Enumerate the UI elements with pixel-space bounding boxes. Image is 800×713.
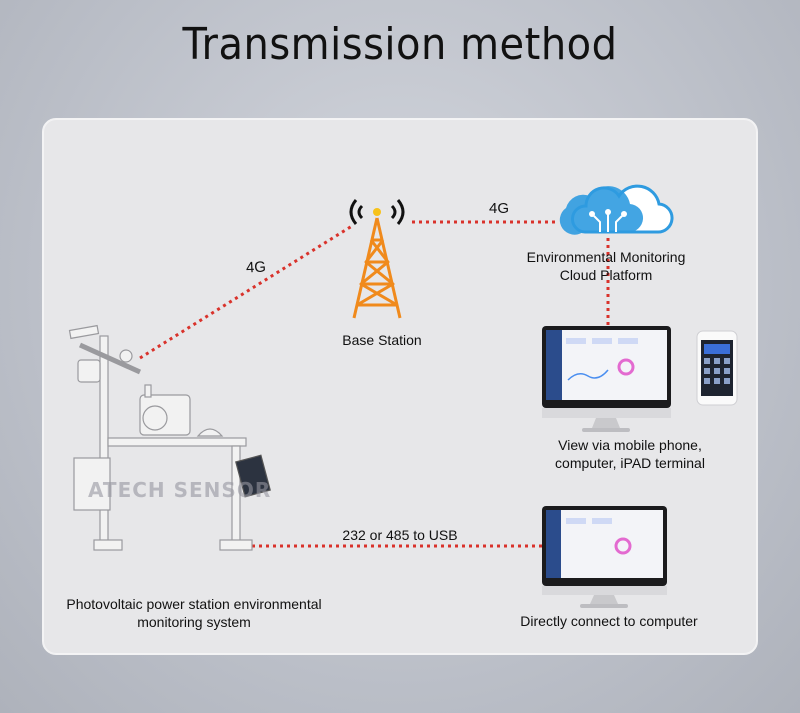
- watermark: ATECH SENSOR: [88, 478, 272, 502]
- cloud-platform-label-line1: Environmental Monitoring: [526, 249, 686, 265]
- page-title: Transmission method: [182, 20, 618, 70]
- station-label-line2: monitoring system: [137, 614, 251, 630]
- link-label-station-computer: 232 or 485 to USB: [342, 527, 458, 543]
- link-station-tower: [139, 224, 353, 360]
- link-label-station-tower: 4G: [245, 258, 267, 277]
- tower-icon: [349, 199, 405, 319]
- cloud-platform-label: Environmental Monitoring Cloud Platform: [500, 248, 712, 284]
- direct-computer-label: Directly connect to computer: [520, 613, 698, 629]
- cloud-platform-label-line2: Cloud Platform: [559, 267, 653, 283]
- computer-monitor-icon: [542, 326, 671, 432]
- station-label-line1: Photovoltaic power station environmental: [66, 596, 322, 612]
- terminals-label-line1: View via mobile phone,: [558, 437, 702, 453]
- weather-station-icon: [68, 324, 271, 551]
- mobile-phone-icon: [696, 330, 738, 406]
- cloud-icon: [559, 184, 674, 235]
- terminals-label-line2: computer, iPAD terminal: [555, 455, 705, 471]
- link-label-tower-cloud: 4G: [489, 200, 510, 217]
- direct-computer-monitor-icon: [542, 506, 667, 608]
- terminals-label: View via mobile phone, computer, iPAD te…: [520, 436, 740, 472]
- base-station-label: Base Station: [342, 332, 422, 348]
- station-label: Photovoltaic power station environmental…: [48, 595, 340, 631]
